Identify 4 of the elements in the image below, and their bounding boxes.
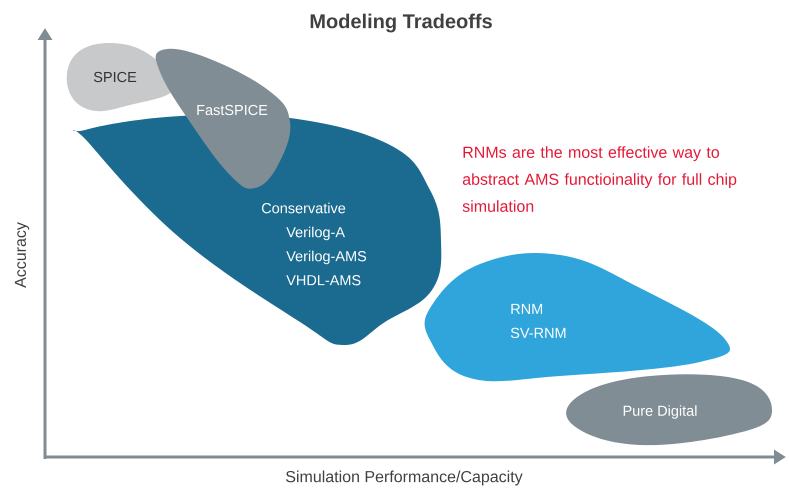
axis-label: Simulation Performance/Capacity: [286, 470, 523, 486]
note-text: RNMs are the most effective way to abstract AMS functioinality for full chip simulation: [462, 146, 736, 212]
chart-title: Modeling Tradeoffs: [310, 14, 492, 32]
axis-label: Accuracy: [14, 222, 30, 288]
